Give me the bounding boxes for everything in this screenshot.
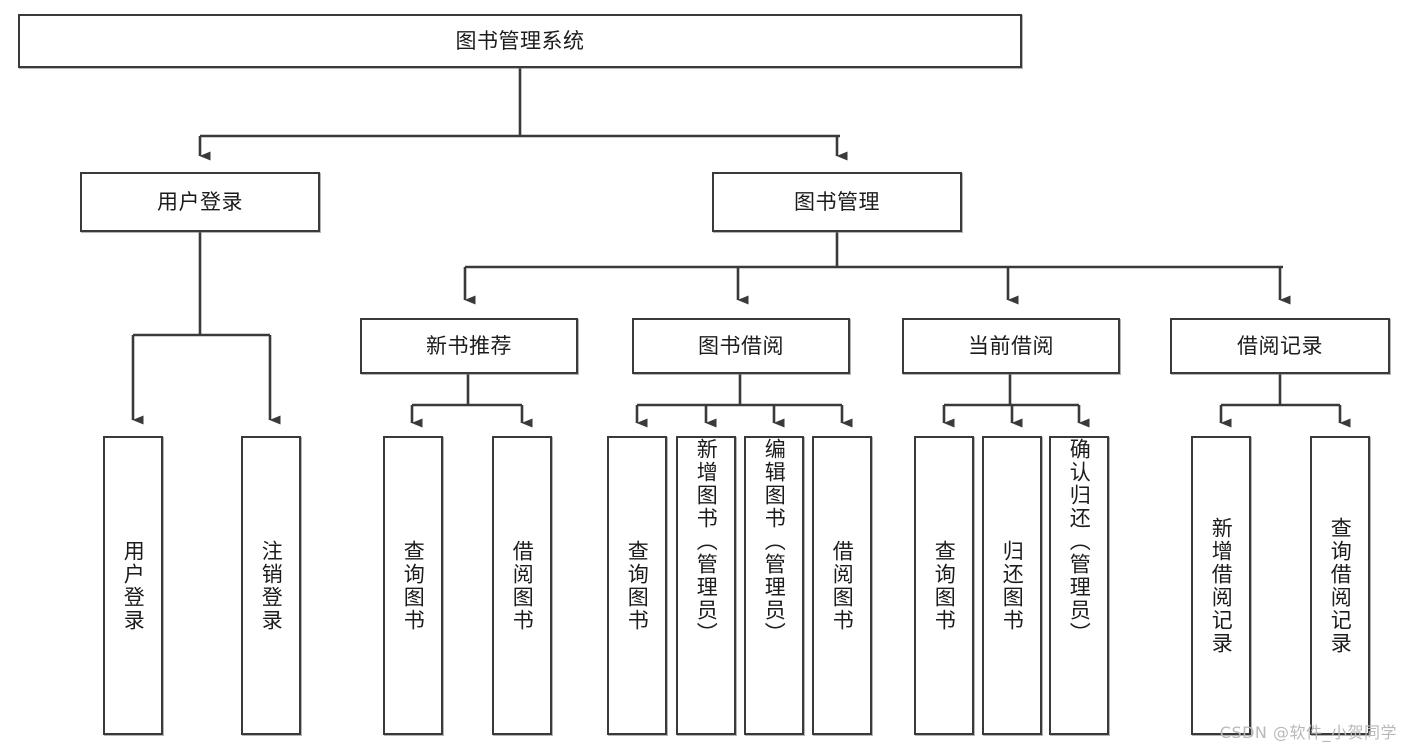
node-leaf-edit-book-label: 编辑图书（管理员） xyxy=(762,438,787,645)
node-leaf-borrow-book-2-label: 借阅图书 xyxy=(830,539,855,632)
node-book-borrow-label: 图书借阅 xyxy=(698,333,784,358)
node-leaf-user-login-label: 用户登录 xyxy=(121,539,146,632)
node-book-manage-label: 图书管理 xyxy=(794,189,880,214)
node-leaf-add-book[interactable]: 新增图书（管理员） xyxy=(676,436,736,735)
node-borrow-record[interactable]: 借阅记录 xyxy=(1170,318,1390,374)
node-user-login-label: 用户登录 xyxy=(157,189,243,214)
node-leaf-query-book-3-label: 查询图书 xyxy=(932,539,957,632)
node-leaf-query-book-2-label: 查询图书 xyxy=(625,539,650,632)
node-leaf-query-record-label: 查询借阅记录 xyxy=(1328,516,1353,655)
watermark-text: CSDN @软件_小贺同学 xyxy=(1219,723,1397,742)
node-new-book-recommend[interactable]: 新书推荐 xyxy=(360,318,578,374)
node-leaf-query-book-1-label: 查询图书 xyxy=(401,539,426,632)
node-leaf-query-book-2[interactable]: 查询图书 xyxy=(607,436,667,735)
node-leaf-query-book-3[interactable]: 查询图书 xyxy=(914,436,974,735)
node-leaf-logout[interactable]: 注销登录 xyxy=(241,436,301,735)
node-leaf-add-book-label: 新增图书（管理员） xyxy=(694,438,719,645)
node-leaf-confirm-return[interactable]: 确认归还（管理员） xyxy=(1049,436,1109,735)
node-new-book-recommend-label: 新书推荐 xyxy=(426,333,512,358)
node-leaf-add-record[interactable]: 新增借阅记录 xyxy=(1191,436,1251,735)
node-leaf-query-book-1[interactable]: 查询图书 xyxy=(383,436,443,735)
node-leaf-confirm-return-label: 确认归还（管理员） xyxy=(1067,438,1092,645)
node-leaf-borrow-book-1[interactable]: 借阅图书 xyxy=(492,436,552,735)
node-leaf-add-record-label: 新增借阅记录 xyxy=(1209,516,1234,655)
node-leaf-logout-label: 注销登录 xyxy=(259,539,284,632)
node-leaf-borrow-book-2[interactable]: 借阅图书 xyxy=(812,436,872,735)
node-book-manage[interactable]: 图书管理 xyxy=(712,172,962,232)
node-root-label: 图书管理系统 xyxy=(455,28,585,53)
node-current-borrow-label: 当前借阅 xyxy=(968,333,1054,358)
node-leaf-return-book[interactable]: 归还图书 xyxy=(982,436,1042,735)
node-leaf-query-record[interactable]: 查询借阅记录 xyxy=(1310,436,1370,735)
node-book-borrow[interactable]: 图书借阅 xyxy=(632,318,850,374)
node-leaf-return-book-label: 归还图书 xyxy=(1000,539,1025,632)
node-leaf-user-login[interactable]: 用户登录 xyxy=(103,436,163,735)
node-current-borrow[interactable]: 当前借阅 xyxy=(902,318,1120,374)
node-user-login[interactable]: 用户登录 xyxy=(80,172,320,232)
node-leaf-edit-book[interactable]: 编辑图书（管理员） xyxy=(744,436,804,735)
node-borrow-record-label: 借阅记录 xyxy=(1237,333,1323,358)
node-root[interactable]: 图书管理系统 xyxy=(18,14,1022,68)
node-leaf-borrow-book-1-label: 借阅图书 xyxy=(510,539,535,632)
